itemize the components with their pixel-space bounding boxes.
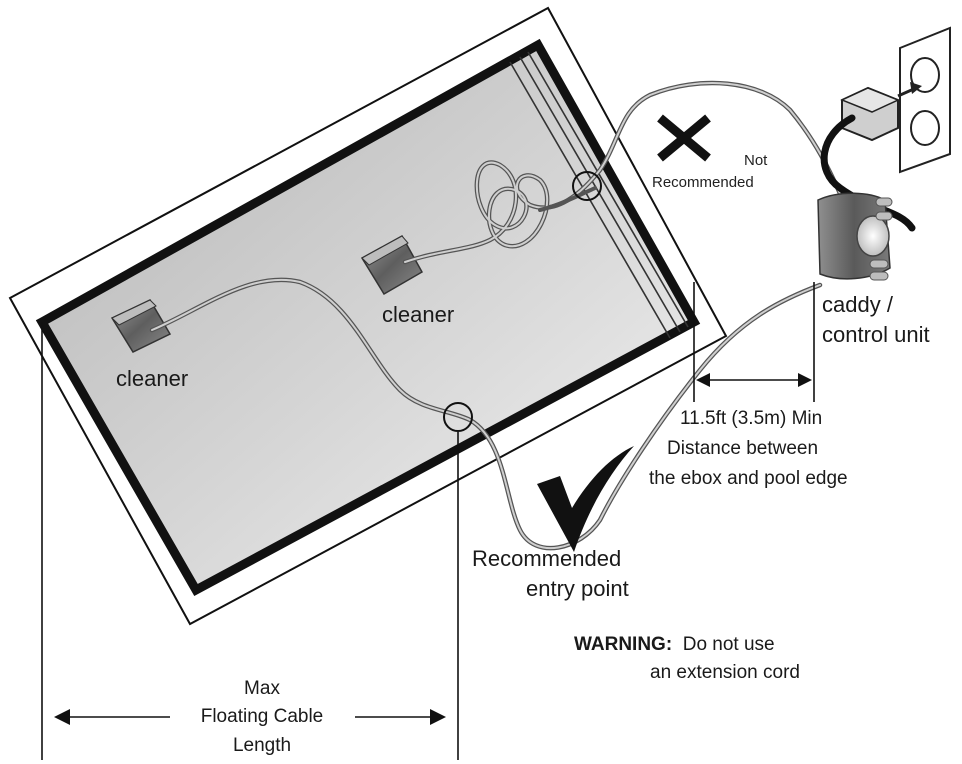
distance-label-1: 11.5ft (3.5m) Min [680,408,823,429]
recommended-entry-circle [443,402,473,432]
distance-label-3: the ebox and pool edge [649,468,848,489]
wall-outlet-icon [899,26,951,174]
x-mark-icon [657,114,711,162]
warning-text-1: Do not use [682,634,775,655]
max-label-1: Max [244,678,280,699]
distance-label-2: Distance between [667,438,819,459]
power-cord [820,114,916,232]
warning-label-2: an extension cord [650,662,800,683]
max-label-3: Length [232,735,292,756]
warning-label-1: WARNING: Do not use [574,633,775,657]
cleaner-middle-label: cleaner [382,302,455,327]
caddy-label-1: caddy / [822,292,893,317]
max-label-2: Floating Cable [200,706,324,727]
cleaner-left-label: cleaner [116,366,189,391]
recommended-label-2: entry point [526,576,629,601]
pool-cleaner-left [110,299,172,353]
not-recommended-entry-circle [572,171,602,201]
cable-length-dimension [41,322,459,760]
recommended-label-1: Recommended [472,546,622,571]
warning-bold: WARNING: [574,634,673,655]
pool-cleaner-middle [360,234,424,296]
not-recommended-label-1: Not [744,152,768,169]
distance-dimension [693,282,815,402]
caddy-control-unit-icon [817,192,893,281]
power-plug-icon [840,82,922,142]
caddy-label-2: control unit [822,322,930,347]
check-mark-icon [537,446,634,552]
not-recommended-label-2: Recommended [652,174,754,191]
